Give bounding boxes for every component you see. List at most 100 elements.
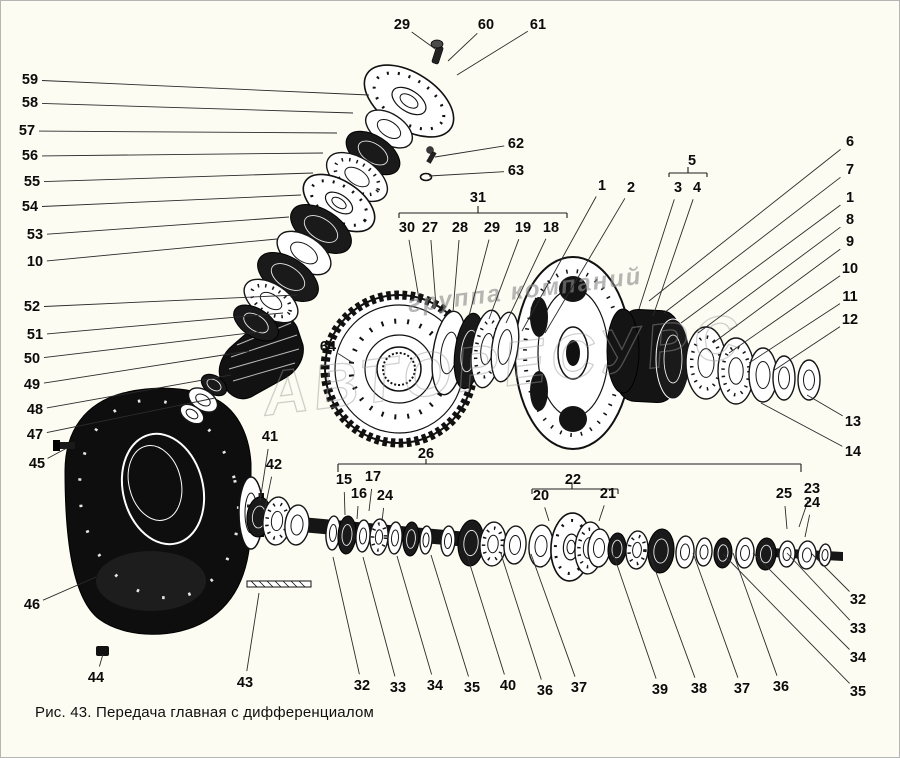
- leader-line-34: [752, 552, 850, 650]
- callout-46: 46: [24, 597, 40, 613]
- leader-line-40: [466, 554, 505, 675]
- leader-line-23: [798, 500, 809, 528]
- callout-3: 3: [674, 180, 682, 196]
- callout-10: 10: [842, 261, 858, 277]
- leader-line-52: [43, 294, 298, 307]
- leader-line-29: [411, 31, 439, 52]
- callout-2: 2: [627, 180, 635, 196]
- top-bolt: [430, 39, 444, 65]
- leader-line-15: [343, 491, 346, 516]
- callout-57: 57: [19, 123, 35, 139]
- ring-part: [440, 525, 456, 557]
- callout-4: 4: [693, 180, 701, 196]
- leader-line-57: [38, 130, 338, 134]
- callout-27: 27: [422, 220, 438, 236]
- dark-bearing: [647, 528, 675, 574]
- leader-line-50: [43, 330, 267, 359]
- callout-25: 25: [776, 486, 792, 502]
- callout-21: 21: [600, 486, 616, 502]
- callout-35: 35: [850, 684, 866, 700]
- leader-line-10: [46, 238, 278, 262]
- callout-36: 36: [537, 683, 553, 699]
- callout-7: 7: [846, 162, 854, 178]
- callout-44: 44: [88, 670, 104, 686]
- differential-cups: [606, 308, 691, 404]
- ring-part: [675, 535, 695, 569]
- nut-44: [96, 646, 109, 656]
- axle-housing: [64, 387, 264, 635]
- leader-line-11: [748, 303, 841, 364]
- callout-50: 50: [24, 351, 40, 367]
- leader-line-24: [381, 507, 385, 522]
- bracket-22: [531, 483, 619, 494]
- leader-line-51: [46, 312, 284, 335]
- callout-37: 37: [734, 681, 750, 697]
- callout-35: 35: [464, 680, 480, 696]
- ring-part: [695, 537, 713, 567]
- callout-33: 33: [850, 621, 866, 637]
- leader-line-41: [259, 448, 269, 502]
- callout-32: 32: [354, 678, 370, 694]
- callout-18: 18: [543, 220, 559, 236]
- callout-45: 45: [29, 456, 45, 472]
- leader-line-54: [41, 194, 302, 207]
- ring-part: [748, 347, 778, 403]
- callout-63: 63: [508, 163, 524, 179]
- callout-48: 48: [27, 402, 43, 418]
- leader-line-47: [46, 397, 216, 434]
- leader-line-32: [332, 556, 360, 675]
- bolt-45: [53, 440, 75, 451]
- callout-30: 30: [399, 220, 415, 236]
- washer-63: [419, 172, 433, 182]
- leader-line-61: [456, 30, 529, 76]
- leader-line-14: [760, 402, 843, 447]
- leader-line-25: [784, 505, 788, 530]
- callout-37: 37: [571, 680, 587, 696]
- callout-60: 60: [478, 17, 494, 33]
- leader-line-17: [368, 488, 373, 512]
- leader-line-16: [356, 505, 359, 520]
- leader-line-32: [810, 552, 850, 592]
- callout-11: 11: [842, 289, 857, 305]
- leader-line-48: [46, 374, 232, 409]
- callout-36: 36: [773, 679, 789, 695]
- leader-lines: [38, 30, 851, 684]
- callout-8: 8: [846, 212, 854, 228]
- ring-part: [490, 311, 520, 383]
- callout-39: 39: [652, 682, 668, 698]
- callout-15: 15: [336, 472, 352, 488]
- callout-62: 62: [508, 136, 524, 152]
- ring-part: [503, 525, 527, 565]
- leader-line-42: [263, 476, 273, 514]
- leader-line-44: [98, 653, 104, 667]
- ring-part: [818, 543, 832, 567]
- leader-line-37: [530, 553, 576, 677]
- figure-caption: Рис. 43. Передача главная с дифференциал…: [35, 704, 375, 721]
- ring-parts: [179, 64, 832, 582]
- ring-part: [387, 521, 403, 555]
- dark-bearing: [402, 521, 420, 557]
- callout-1: 1: [846, 190, 854, 206]
- leader-line-1: [521, 196, 597, 332]
- callout-52: 52: [24, 299, 40, 315]
- callout-47: 47: [27, 427, 43, 443]
- ring-part: [325, 515, 341, 551]
- callout-49: 49: [24, 377, 40, 393]
- leader-line-10: [728, 275, 841, 354]
- leader-line-12: [772, 326, 841, 372]
- leader-line-2: [544, 198, 626, 334]
- callout-34: 34: [427, 678, 443, 694]
- bolt-62: [426, 146, 437, 164]
- callout-14: 14: [845, 444, 861, 460]
- leader-line-36: [732, 552, 778, 676]
- callout-24: 24: [804, 495, 820, 511]
- leader-line-34: [396, 555, 433, 675]
- callout-56: 56: [22, 148, 38, 164]
- dark-bearing: [713, 537, 733, 569]
- leader-line-13: [806, 394, 843, 417]
- ring-part: [419, 525, 433, 555]
- ring-part: [179, 403, 205, 425]
- callout-6: 6: [846, 134, 854, 150]
- callout-12: 12: [842, 312, 858, 328]
